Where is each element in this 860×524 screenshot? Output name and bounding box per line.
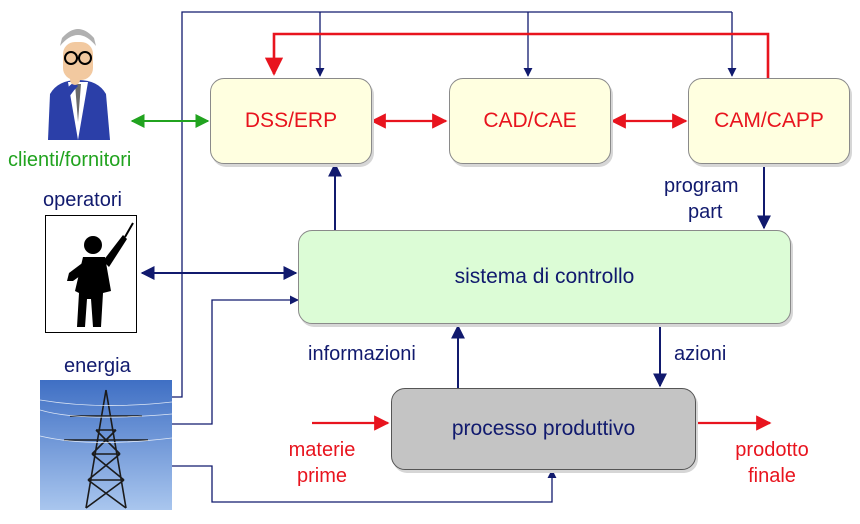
label-operatori: operatori [43,189,122,211]
box-cad-cae-label: CAD/CAE [483,109,577,132]
box-cad-cae: CAD/CAE [449,78,611,164]
red-feedback-line [264,32,770,78]
label-part: part [688,201,723,223]
energy-bus [172,11,737,398]
box-processo-produttivo: processo produttivo [391,388,696,470]
energy-feeds [172,295,557,503]
label-energia: energia [64,355,131,377]
power-pylon-icon [40,380,172,510]
label-informazioni: informazioni [308,343,416,365]
label-program: program [664,175,739,197]
box-dss-erp-label: DSS/ERP [244,109,338,132]
box-sistema-di-controllo-label: sistema di controllo [454,265,635,288]
label-materie: materie [288,439,356,461]
label-finale: finale [748,465,796,487]
box-cam-capp: CAM/CAPP [688,78,850,164]
box-processo-produttivo-label: processo produttivo [451,417,636,440]
label-prodotto: prodotto [735,439,809,461]
orchestra-conductor-icon [45,215,137,333]
box-dss-erp: DSS/ERP [210,78,372,164]
businessman-thinking-icon [48,29,110,140]
label-prime: prime [296,465,347,487]
label-clienti-fornitori: clienti/fornitori [8,149,132,171]
box-cam-capp-label: CAM/CAPP [714,109,824,132]
box-sistema-di-controllo: sistema di controllo [298,230,791,324]
label-azioni: azioni [674,343,727,365]
